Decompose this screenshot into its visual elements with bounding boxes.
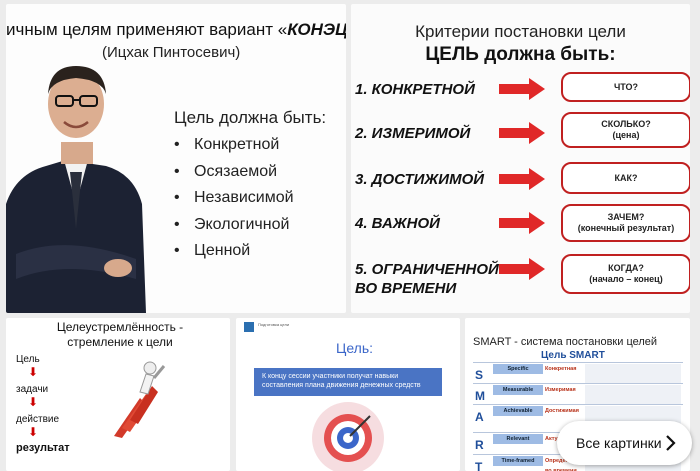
- criterion-label: 2. ИЗМЕРИМОЙ: [355, 125, 471, 142]
- logo-text: Подготовка цели: [258, 322, 290, 327]
- question-box: ЗАЧЕМ?(конечный результат): [561, 204, 690, 242]
- list-item: Экологичной: [174, 212, 294, 239]
- target-icon: [312, 402, 384, 471]
- step-label: результат: [16, 442, 70, 454]
- step-label: задачи: [16, 384, 49, 395]
- image-result-konec[interactable]: ичным целям применяют вариант «КОНЭЦ (Иц…: [6, 4, 346, 313]
- all-images-button[interactable]: Все картинки: [557, 421, 692, 465]
- criterion-label: 3. ДОСТИЖИМОЙ: [355, 171, 485, 188]
- step-label: действие: [16, 414, 60, 425]
- image-title: SMART - система постановки целей: [473, 336, 658, 348]
- criterion-label: 4. ВАЖНОЙ: [355, 215, 440, 232]
- image-title: ичным целям применяют вариант «КОНЭЦ: [6, 20, 346, 39]
- goal-heading: Цель:: [336, 340, 374, 356]
- climbing-figure-illustration: [114, 361, 166, 438]
- list-item: Ценной: [174, 238, 294, 265]
- arrow-right-icon: [499, 212, 545, 234]
- speaker-photo: [6, 66, 146, 313]
- step-label: Цель: [16, 354, 40, 365]
- arrow-right-icon: [499, 168, 545, 190]
- arrow-down-icon: ⬇: [28, 425, 39, 439]
- image-title: Целеустремлённость - стремление к цели: [56, 320, 184, 349]
- chevron-right-icon: [666, 435, 676, 451]
- image-result-goal-slide[interactable]: Подготовка цели Цель: К концу сессии уча…: [236, 318, 460, 471]
- image-subtitle: (Ицхак Пинтосевич): [102, 44, 241, 61]
- arrow-down-icon: ⬇: [28, 365, 39, 379]
- arrow-down-icon: ⬇: [28, 395, 39, 409]
- goal-description: К концу сессии участники получат навыки …: [254, 368, 442, 396]
- arrow-right-icon: [499, 258, 545, 280]
- image-result-criteria[interactable]: Критерии постановки цели ЦЕЛЬ должна быт…: [351, 4, 690, 313]
- image-title: Критерии постановки цели: [415, 22, 626, 41]
- list-item: Осязаемой: [174, 159, 294, 186]
- image-subtitle: Цель SMART: [541, 350, 605, 361]
- question-box: СКОЛЬКО?(цена): [561, 112, 690, 148]
- image-subtitle: ЦЕЛЬ должна быть:: [425, 44, 616, 65]
- arrow-right-icon: [499, 78, 545, 100]
- question-box: КОГДА?(начало – конец): [561, 254, 690, 294]
- goal-lead-text: Цель должна быть:: [174, 108, 327, 127]
- goal-list: Конкретной Осязаемой Независимой Экологи…: [174, 132, 294, 265]
- arrow-right-icon: [499, 122, 545, 144]
- image-result-purposefulness[interactable]: Целеустремлённость - стремление к цели Ц…: [6, 318, 230, 471]
- question-box: КАК?: [561, 162, 690, 194]
- all-images-label: Все картинки: [576, 435, 662, 451]
- list-item: Независимой: [174, 185, 294, 212]
- list-item: Конкретной: [174, 132, 294, 159]
- criterion-label: 1. КОНКРЕТНОЙ: [355, 81, 475, 98]
- question-box: ЧТО?: [561, 72, 690, 102]
- logo-icon: [244, 322, 254, 332]
